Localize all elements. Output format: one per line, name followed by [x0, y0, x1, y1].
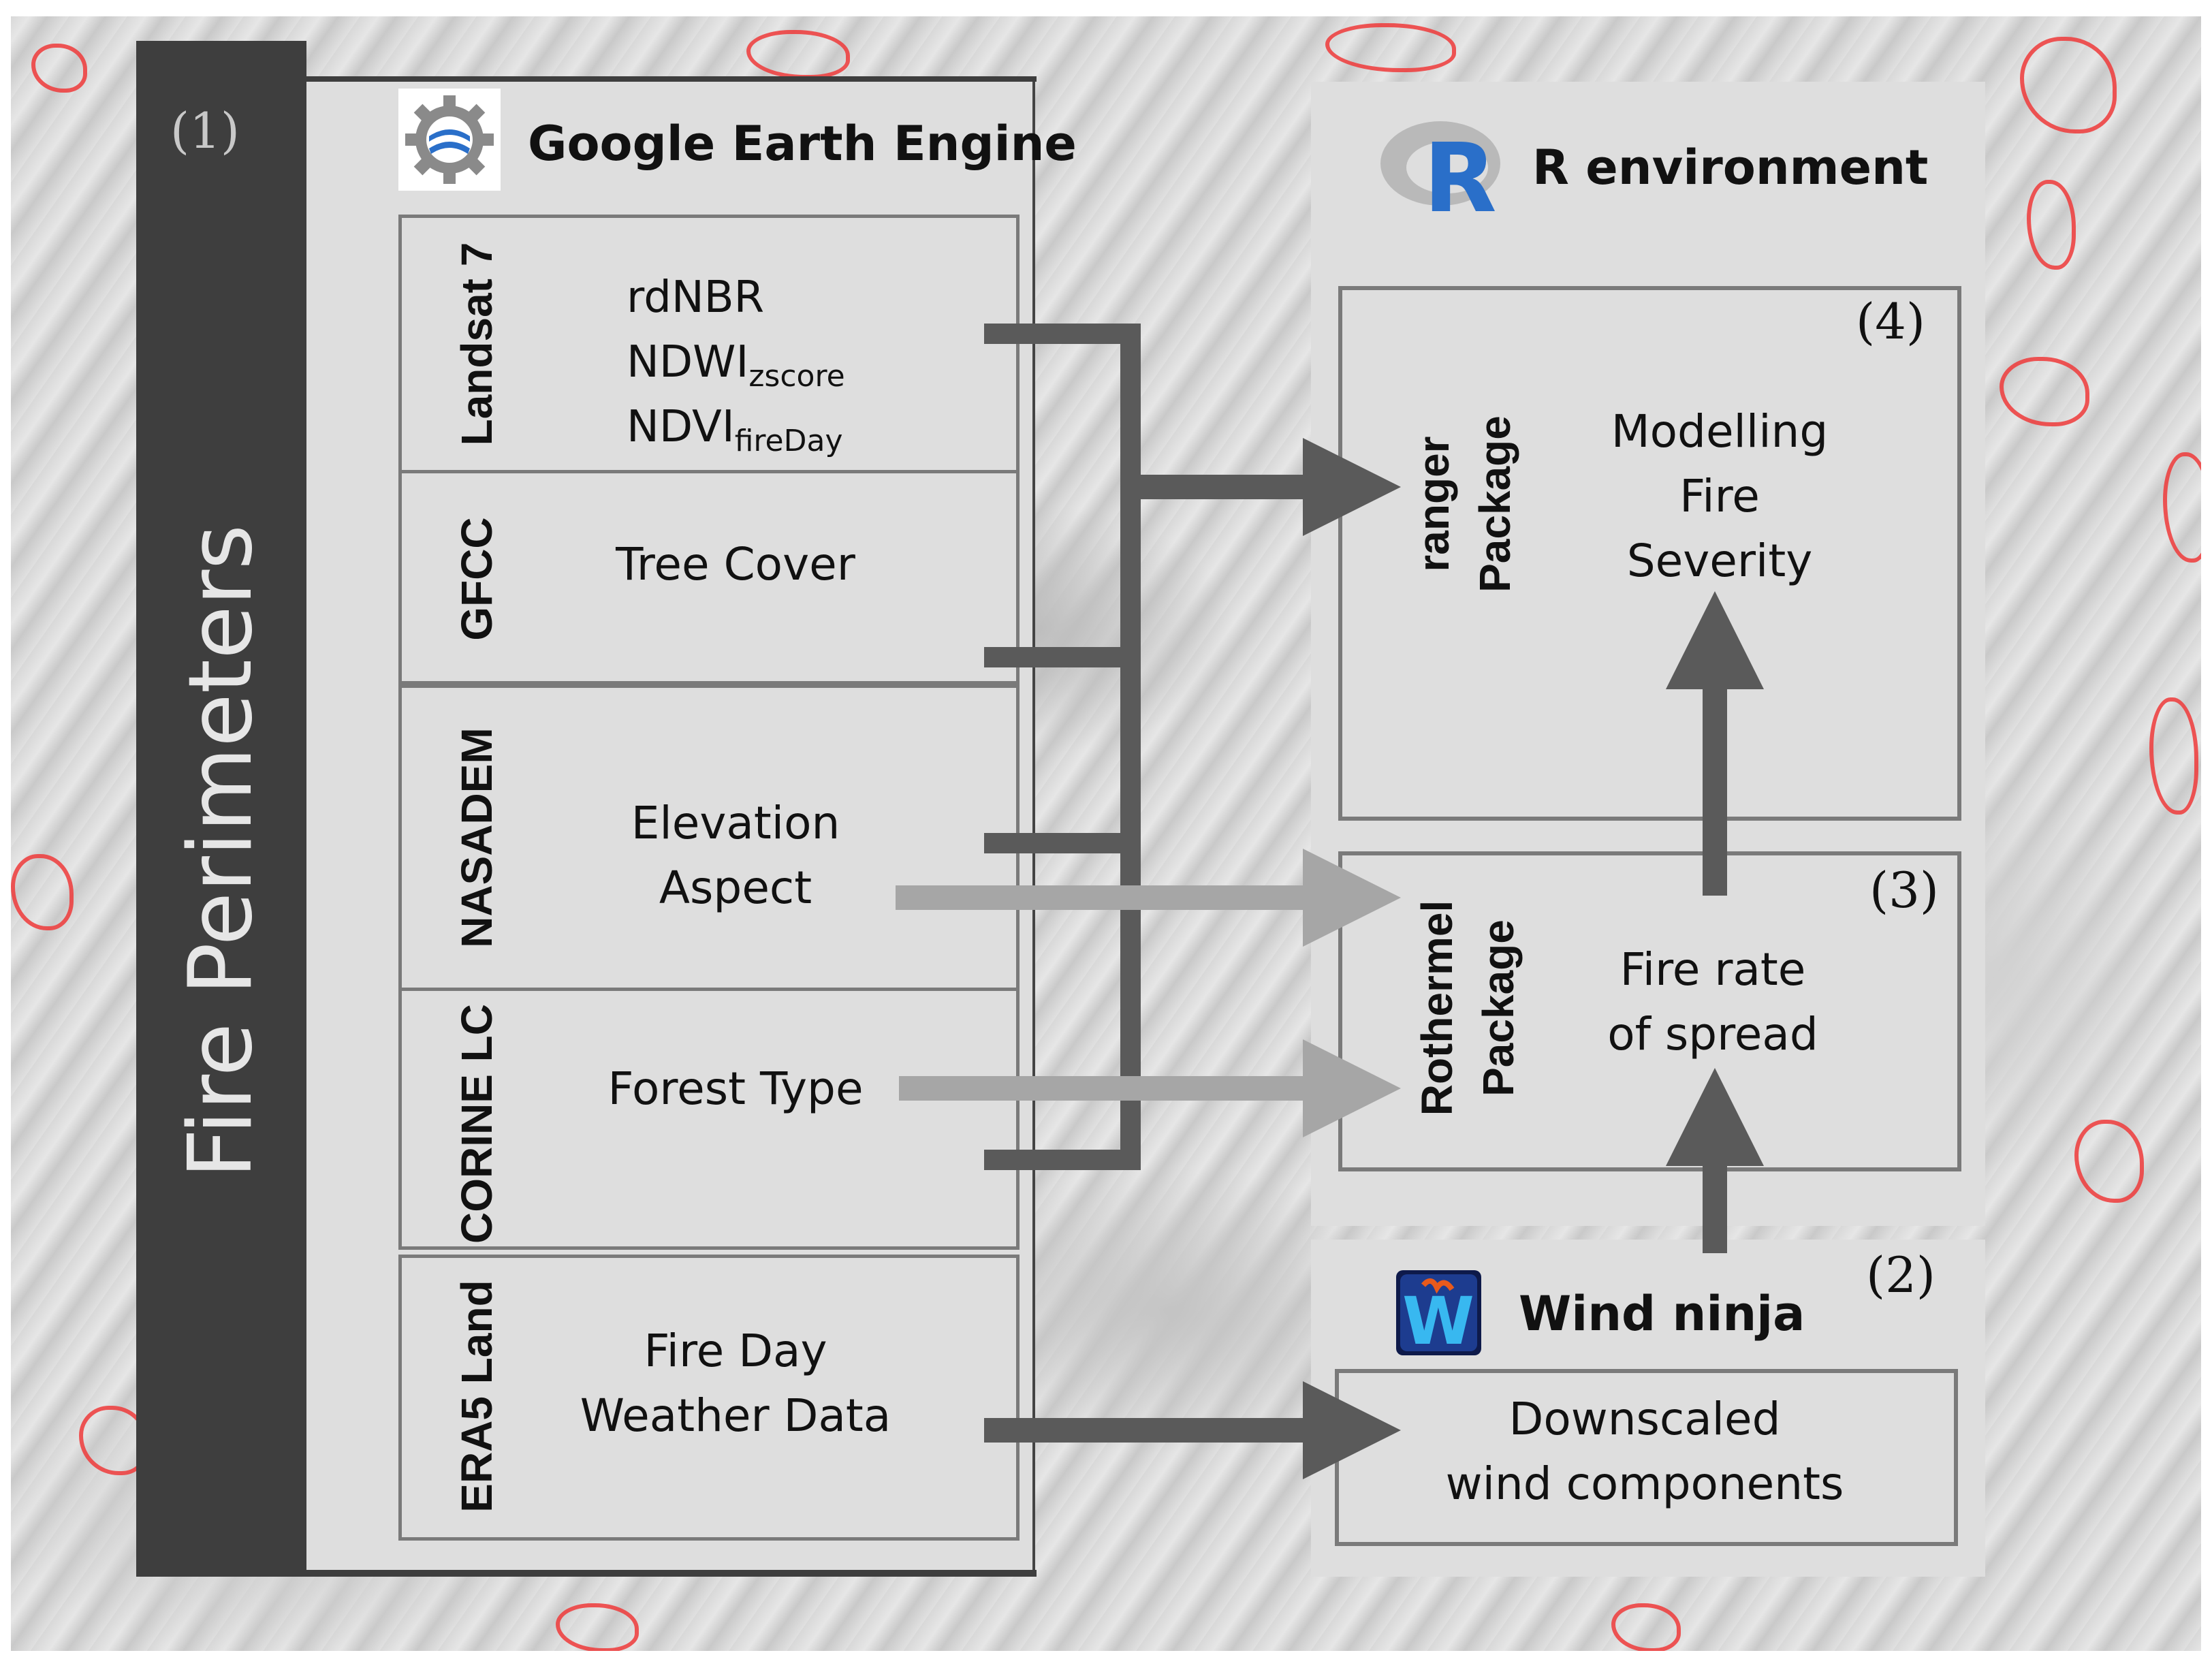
- ranger-pkg-name: ranger: [1409, 436, 1458, 572]
- fire-perimeter: [11, 854, 74, 930]
- ranger-line-1: Modelling: [1611, 405, 1829, 458]
- source-label-nasadem: NASADEM: [452, 727, 501, 948]
- var-tree-cover: Tree Cover: [616, 538, 855, 590]
- gee-logo-icon: [398, 89, 501, 191]
- r-logo-icon: R: [1376, 109, 1512, 234]
- fire-perimeter: [2149, 697, 2198, 815]
- fire-perimeter: [2163, 452, 2201, 563]
- fire-perimeter: [2020, 37, 2117, 133]
- fire-perimeter: [1325, 23, 1456, 72]
- rothermel-pkg-name: Rothermel: [1412, 900, 1462, 1116]
- gee-panel: [306, 78, 1035, 1577]
- var-fire-day: Fire Day: [644, 1325, 827, 1377]
- var-forest-type: Forest Type: [607, 1062, 864, 1115]
- fire-perimeter: [2027, 180, 2076, 270]
- fire-perimeter: [1611, 1603, 1681, 1651]
- ranger-line-2: Fire: [1679, 470, 1760, 522]
- gee-top-border: [136, 76, 1037, 82]
- wind-ninja-logo-icon: W: [1396, 1270, 1481, 1359]
- var-ndvi: NDVIfireDay: [627, 402, 842, 458]
- fire-perimeter: [556, 1603, 639, 1651]
- rothermel-line-1: Fire rate: [1620, 943, 1806, 996]
- var-ndvi-main: NDVI: [627, 402, 735, 452]
- r-environment-panel: [1311, 82, 1985, 1226]
- var-weather-data: Weather Data: [580, 1389, 891, 1442]
- rothermel-box: [1338, 851, 1961, 1171]
- fire-perimeter: [2000, 357, 2089, 426]
- var-ndvi-sub: fireDay: [734, 423, 843, 458]
- ranger-box: [1338, 286, 1961, 821]
- source-label-gfcc: GFCC: [452, 517, 501, 641]
- wind-line-2: wind components: [1445, 1458, 1844, 1510]
- step-4-label: (4): [1856, 293, 1925, 350]
- step-3-label: (3): [1869, 862, 1939, 919]
- wind-ninja-logo-letter: W: [1402, 1283, 1474, 1355]
- gee-bottom-border: [136, 1570, 1037, 1577]
- wind-line-1: Downscaled: [1508, 1393, 1781, 1445]
- step-1-label: (1): [170, 102, 240, 159]
- var-ndwi: NDWIzscore: [627, 337, 845, 394]
- dataset-row-gfcc: [398, 473, 1020, 684]
- fire-perimeter: [2074, 1120, 2144, 1203]
- r-environment-title: R environment: [1532, 140, 1929, 195]
- step-2-label: (2): [1866, 1246, 1936, 1304]
- dataset-row-corine: [398, 991, 1020, 1250]
- fire-perimeters-title: Fire Perimeters: [170, 524, 272, 1179]
- var-ndwi-main: NDWI: [627, 337, 749, 388]
- fire-perimeter: [746, 30, 850, 79]
- var-rdnbr: rdNBR: [627, 272, 765, 323]
- var-elevation: Elevation: [631, 797, 840, 849]
- dataset-row-era5: [398, 1255, 1020, 1541]
- fire-perimeters-bar: [136, 41, 306, 1573]
- var-ndwi-sub: zscore: [748, 358, 845, 394]
- var-aspect: Aspect: [659, 862, 812, 914]
- source-label-landsat7: Landsat 7: [452, 242, 501, 446]
- dataset-row-landsat7: [398, 215, 1020, 473]
- rothermel-pkg-word: Package: [1474, 919, 1523, 1097]
- wind-ninja-title: Wind ninja: [1519, 1286, 1805, 1342]
- gee-title: Google Earth Engine: [528, 116, 1077, 172]
- fire-perimeter: [31, 44, 87, 93]
- ranger-pkg-word: Package: [1470, 415, 1519, 593]
- rothermel-line-2: of spread: [1607, 1008, 1818, 1060]
- source-label-corine: CORINE LC: [452, 1004, 501, 1244]
- r-logo-letter: R: [1423, 123, 1497, 225]
- source-label-era5: ERA5 Land: [452, 1280, 501, 1513]
- ranger-line-3: Severity: [1626, 535, 1813, 587]
